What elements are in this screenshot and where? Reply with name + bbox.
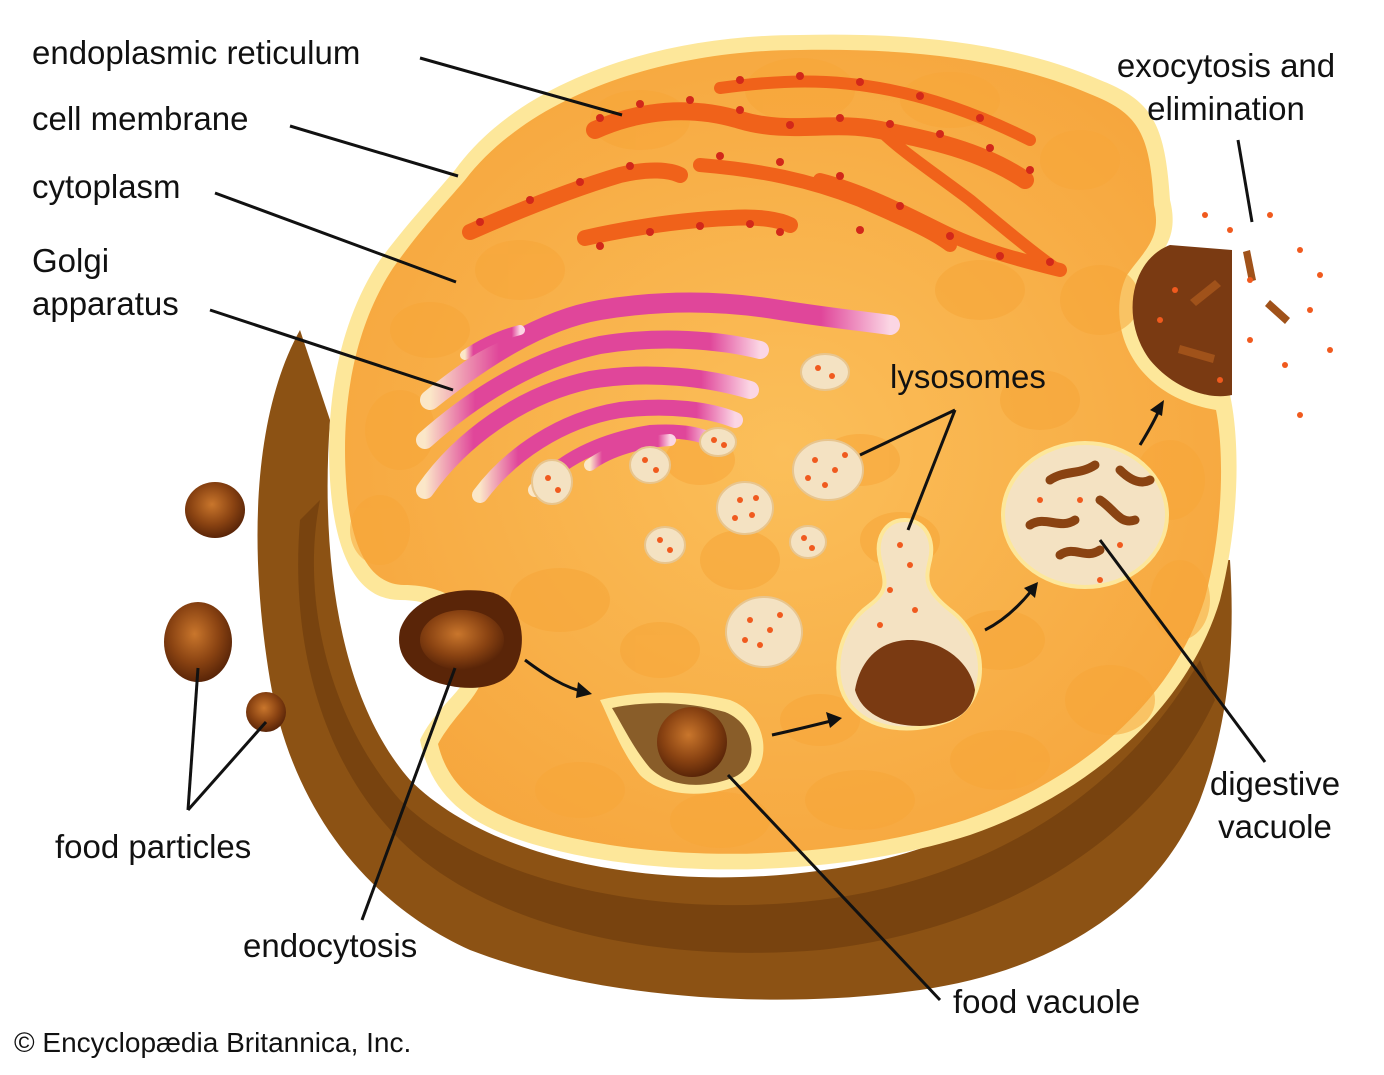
label-endocytosis: endocytosis: [243, 927, 418, 964]
label-food-particles: food particles: [55, 828, 252, 865]
lysosome: [789, 525, 827, 559]
lysosome: [531, 459, 573, 505]
ribosome-dots: [476, 72, 1054, 266]
label-exocytosis-line-1: exocytosis and: [1116, 47, 1336, 84]
leader-digestive: [1098, 539, 1267, 763]
leader-endocytosis: [360, 667, 457, 921]
food-particle: [185, 482, 245, 538]
leader-golgi: [209, 308, 454, 392]
exocytosis-opening: [1132, 212, 1333, 418]
leader-cytoplasm: [214, 191, 457, 284]
label-golgi-line-1: Golgi: [32, 242, 110, 279]
arrowheads: [576, 400, 1164, 728]
label-golgi-line-2: apparatus: [32, 285, 179, 322]
label-endoplasmic-reticulum: endoplasmic reticulum: [32, 34, 361, 71]
copyright-notice: © Encyclopædia Britannica, Inc.: [14, 1027, 412, 1058]
label-digestive-line-1: digestive: [1209, 765, 1341, 802]
lysosome: [699, 427, 737, 457]
food-vacuole: [600, 692, 764, 794]
food-particle: [164, 602, 232, 682]
endocytosis-pocket: [399, 590, 522, 688]
label-exocytosis-line-2: elimination: [1147, 90, 1305, 127]
leader-er: [419, 56, 623, 117]
leader-membrane: [289, 124, 459, 178]
lysosome: [716, 481, 774, 535]
leader-lysosomes-1: [859, 408, 956, 457]
lysosome: [800, 353, 850, 391]
golgi-apparatus: [416, 292, 900, 503]
label-cytoplasm: cytoplasm: [32, 168, 181, 205]
label-food-vacuole: food vacuole: [953, 983, 1141, 1020]
leader-food-vacuole: [726, 773, 942, 1002]
lysosome: [725, 596, 803, 668]
label-cell-membrane: cell membrane: [32, 100, 249, 137]
food-particle: [246, 692, 286, 732]
leader-exocytosis: [1236, 139, 1254, 223]
lysosome-fusion: [836, 517, 982, 731]
lysosomes: [531, 353, 864, 668]
arrow-fusion-to-digestive: [984, 589, 1034, 632]
label-lysosomes: lysosomes: [890, 358, 1046, 395]
leader-food-particles-2: [186, 721, 268, 811]
cell-body: [257, 34, 1237, 1000]
leader-food-particles-1: [186, 667, 200, 811]
lysosome: [792, 439, 864, 501]
leader-lysosomes-2: [906, 409, 957, 531]
lysosome: [644, 526, 686, 564]
label-digestive-line-2: vacuole: [1218, 808, 1332, 845]
food-particles: [164, 482, 286, 732]
endoplasmic-reticulum: [462, 75, 1067, 277]
lysosome: [629, 446, 671, 484]
digestive-vacuole: [1001, 441, 1169, 589]
leader-lines: [186, 56, 1267, 1002]
